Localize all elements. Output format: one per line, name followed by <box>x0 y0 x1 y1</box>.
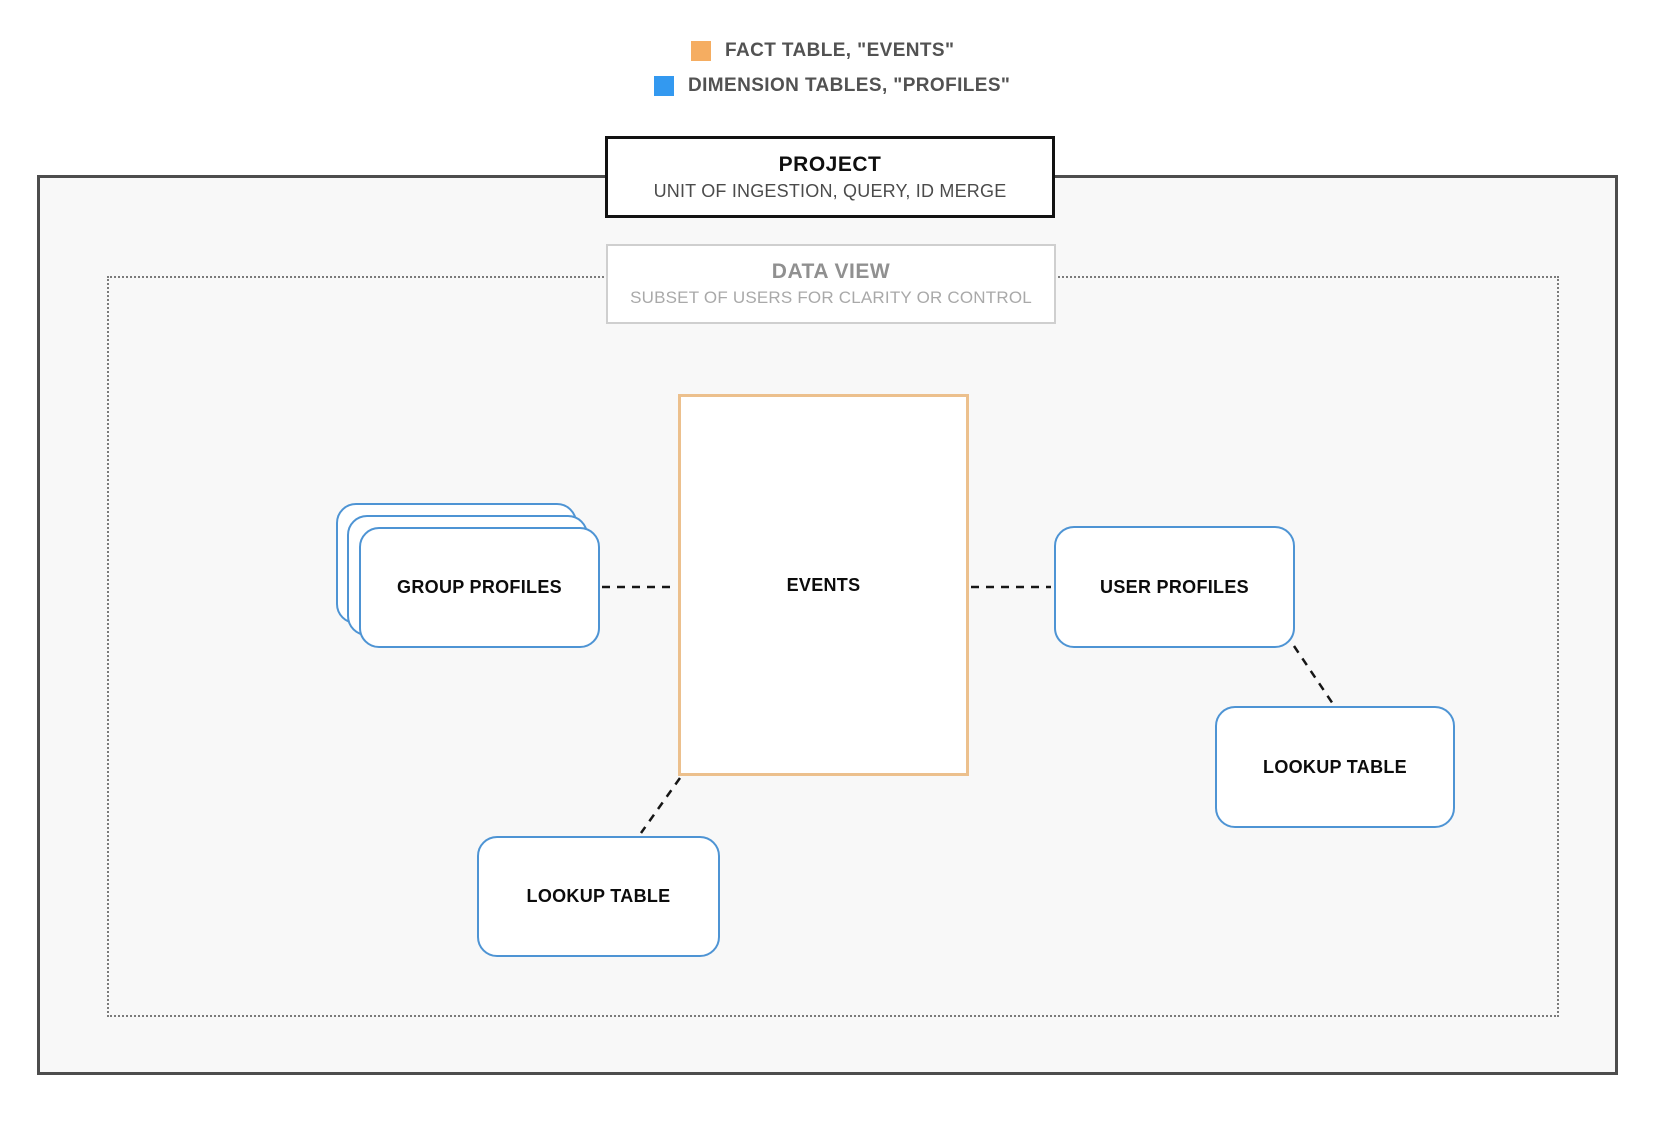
project-title: PROJECT <box>778 152 882 176</box>
dimension-swatch-icon <box>654 76 674 96</box>
node-group-profiles: GROUP PROFILES <box>336 503 601 649</box>
node-lookup-table-right-label: LOOKUP TABLE <box>1263 756 1407 777</box>
data-view-title: DATA VIEW <box>771 260 891 283</box>
edge-user_profiles-lookup_right <box>1292 645 1335 705</box>
data-view-subtitle: SUBSET OF USERS FOR CLARITY OR CONTROL <box>630 288 1032 307</box>
node-lookup-table-right: LOOKUP TABLE <box>1215 706 1455 828</box>
legend-item-dimension: DIMENSION TABLES, "PROFILES" <box>654 75 1010 97</box>
edge-events-lookup_left <box>639 777 682 834</box>
node-user-profiles: USER PROFILES <box>1054 526 1295 648</box>
fact-swatch-icon <box>691 41 711 61</box>
node-lookup-table-left-label: LOOKUP TABLE <box>526 886 671 906</box>
legend-label-dimension: DIMENSION TABLES, "PROFILES" <box>688 75 1011 96</box>
legend-label-fact: FACT TABLE, "EVENTS" <box>725 40 955 61</box>
node-user-profiles-label: USER PROFILES <box>1100 576 1249 597</box>
group-profiles-card-front: GROUP PROFILES <box>359 527 600 648</box>
node-events-label: EVENTS <box>786 574 861 595</box>
node-group-profiles-label: GROUP PROFILES <box>397 577 562 597</box>
project-subtitle: UNIT OF INGESTION, QUERY, ID MERGE <box>653 180 1007 201</box>
node-lookup-table-left: LOOKUP TABLE <box>477 836 720 957</box>
project-box: PROJECT UNIT OF INGESTION, QUERY, ID MER… <box>605 136 1055 218</box>
legend-item-fact: FACT TABLE, "EVENTS" <box>691 40 954 62</box>
data-view-box: DATA VIEW SUBSET OF USERS FOR CLARITY OR… <box>606 244 1056 324</box>
node-events: EVENTS <box>678 394 969 776</box>
